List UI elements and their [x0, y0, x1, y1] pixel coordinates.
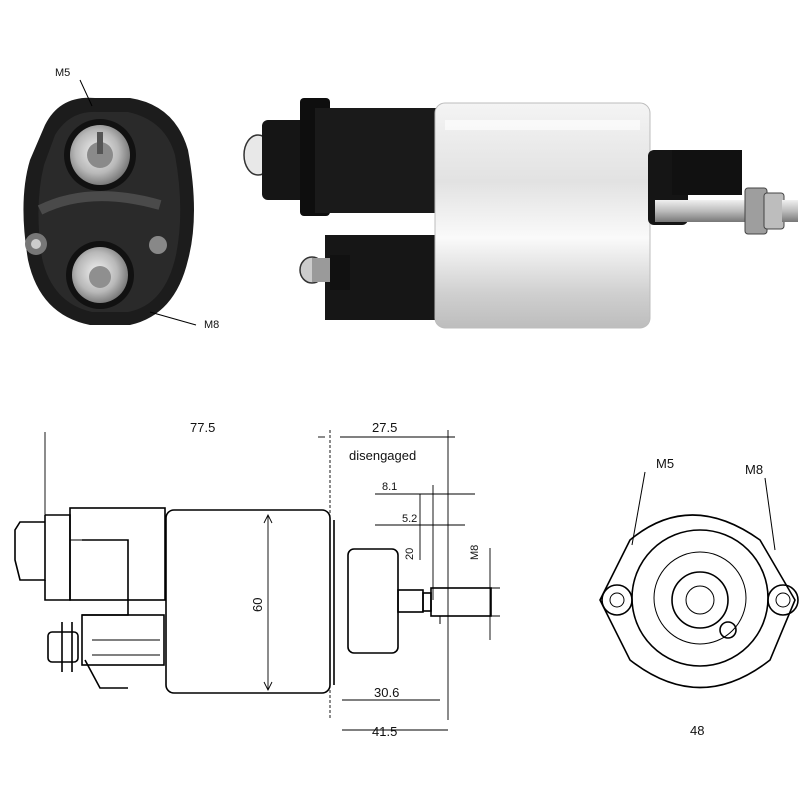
leader-bottom: [149, 311, 197, 326]
side-drawing: [14, 507, 492, 694]
photo-end-view: [23, 97, 195, 326]
dimension-lines: [44, 430, 500, 731]
dim-b: 5.2: [402, 513, 417, 525]
end-view-label-bottom: 48: [690, 723, 704, 738]
dim-c: 20: [404, 548, 416, 560]
leader-top: [79, 79, 93, 107]
end-view-drawing: [599, 471, 799, 689]
photo-label-top: M5: [55, 67, 70, 79]
dim-bottom-a: 30.6: [374, 685, 399, 700]
dim-bottom-b: 41.5: [372, 724, 397, 739]
dim-thread: M8: [469, 545, 481, 560]
photo-side-view: [243, 98, 798, 329]
dim-diameter: 60: [250, 598, 265, 612]
dim-length-plunger: 27.5: [372, 420, 397, 435]
end-view-label-left: M5: [656, 456, 674, 471]
end-view-label-right: M8: [745, 462, 763, 477]
dim-engaged-label: disengaged: [349, 448, 416, 463]
photo-label-bottom: M8: [204, 319, 219, 331]
dim-length-body: 77.5: [190, 420, 215, 435]
dim-a: 8.1: [382, 481, 397, 493]
